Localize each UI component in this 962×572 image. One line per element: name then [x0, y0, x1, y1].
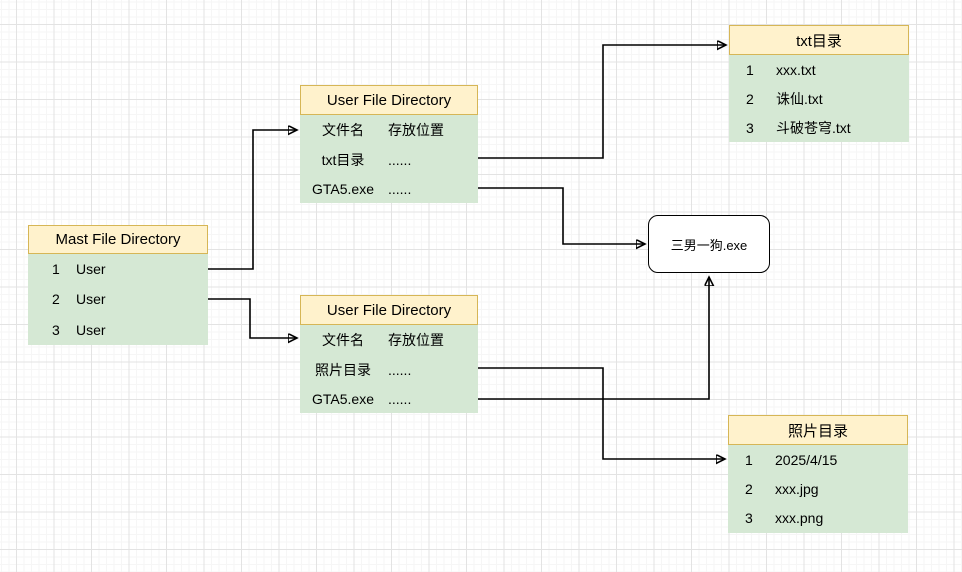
- row-number: 2: [745, 480, 753, 497]
- user-file-directory-bottom-node[interactable]: User File Directory 文件名 存放位置 照片目录 ......…: [300, 295, 478, 413]
- connector-mast-user1-to-ufd-top[interactable]: [208, 130, 297, 270]
- table-row: 2 User: [28, 284, 208, 314]
- col-header-filename: 文件名: [322, 122, 364, 138]
- process-node[interactable]: 三男一狗.exe: [648, 215, 770, 273]
- cell-location: ......: [388, 361, 412, 378]
- row-number: 2: [52, 291, 60, 307]
- connector-ufd-bottom-gta5-to-process[interactable]: [478, 277, 709, 400]
- row-number: 1: [745, 451, 753, 468]
- column-header-row: 文件名 存放位置: [300, 115, 478, 145]
- node-title: 照片目录: [728, 415, 908, 445]
- process-label: 三男一狗.exe: [670, 237, 748, 253]
- cell-filename: txt目录: [321, 151, 365, 168]
- mast-file-directory-node[interactable]: Mast File Directory 1 User 2 User 3 User: [28, 225, 208, 345]
- table-row: 1 User: [28, 254, 208, 284]
- user-file-directory-top-node[interactable]: User File Directory 文件名 存放位置 txt目录 .....…: [300, 85, 478, 203]
- row-value: User: [76, 261, 106, 277]
- cell-filename: GTA5.exe: [312, 390, 374, 407]
- txt-directory-node[interactable]: txt目录 1 xxx.txt 2 诛仙.txt 3 斗破苍穹.txt: [729, 25, 909, 142]
- cell-location: ......: [388, 390, 412, 407]
- row-value: xxx.txt: [776, 61, 816, 78]
- table-row: 1 xxx.txt: [729, 55, 909, 84]
- table-row: GTA5.exe ......: [300, 174, 478, 203]
- node-title: User File Directory: [300, 295, 478, 325]
- row-number: 3: [746, 119, 754, 136]
- table-row: 1 2025/4/15: [728, 445, 908, 474]
- row-value: xxx.png: [775, 510, 824, 526]
- column-header-row: 文件名 存放位置: [300, 325, 478, 355]
- connector-ufd-bottom-photodir-row-to-photo-dir-table[interactable]: [478, 367, 725, 459]
- row-value: User: [76, 321, 106, 338]
- cell-filename: 照片目录: [315, 361, 371, 378]
- connector-ufd-top-gta5-to-process[interactable]: [478, 187, 645, 244]
- table-row: GTA5.exe ......: [300, 384, 478, 413]
- row-number: 3: [745, 510, 753, 526]
- node-title: Mast File Directory: [28, 225, 208, 254]
- table-row: 3 User: [28, 314, 208, 345]
- cell-location: ......: [388, 180, 412, 197]
- table-row: 3 斗破苍穹.txt: [729, 113, 909, 142]
- col-header-location: 存放位置: [388, 122, 444, 138]
- table-row: 2 诛仙.txt: [729, 84, 909, 113]
- row-value: 斗破苍穹.txt: [776, 119, 851, 136]
- table-row: 2 xxx.jpg: [728, 474, 908, 503]
- node-title: User File Directory: [300, 85, 478, 115]
- connector-ufd-top-txtdir-row-to-txt-dir-table[interactable]: [478, 45, 726, 159]
- col-header-location: 存放位置: [388, 332, 444, 348]
- photo-directory-node[interactable]: 照片目录 1 2025/4/15 2 xxx.jpg 3 xxx.png: [728, 415, 908, 533]
- row-value: xxx.jpg: [775, 480, 819, 497]
- col-header-filename: 文件名: [322, 332, 364, 348]
- table-row: 照片目录 ......: [300, 355, 478, 384]
- cell-filename: GTA5.exe: [312, 180, 374, 197]
- cell-location: ......: [388, 151, 412, 168]
- row-number: 1: [52, 261, 60, 277]
- table-row: txt目录 ......: [300, 145, 478, 174]
- row-value: User: [76, 291, 106, 307]
- node-title: txt目录: [729, 25, 909, 55]
- row-number: 2: [746, 90, 754, 107]
- connector-mast-user2-to-ufd-bottom[interactable]: [208, 298, 297, 338]
- row-number: 3: [52, 321, 60, 338]
- row-number: 1: [746, 61, 754, 78]
- table-row: 3 xxx.png: [728, 503, 908, 533]
- row-value: 诛仙.txt: [776, 90, 823, 107]
- row-value: 2025/4/15: [775, 451, 838, 468]
